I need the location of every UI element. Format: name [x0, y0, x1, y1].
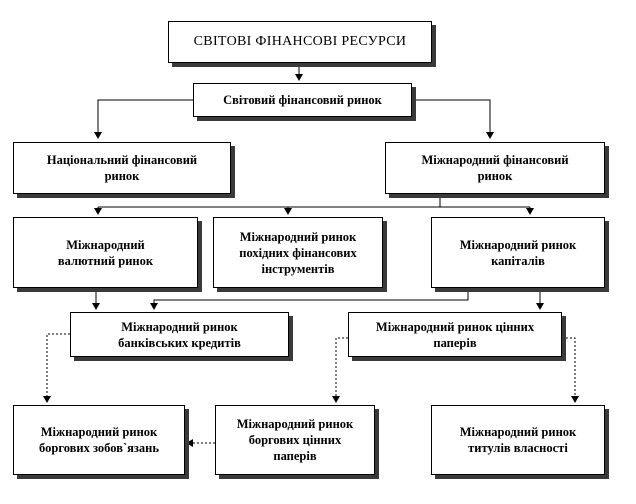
securities-market-label: Міжнародний ринок цінних паперів	[375, 319, 535, 350]
node-debt-obligations-market: Міжнародний ринок боргових зобов`язань	[13, 405, 185, 475]
arrow-world-to-national	[94, 99, 193, 139]
node-international-financial-market: Міжнародний фінансовий ринок	[385, 142, 605, 194]
node-bank-credit-market: Міжнародний ринок банківських кредитів	[70, 312, 289, 357]
arrow-world-to-international	[412, 99, 494, 139]
arrow-capital-to-bank-credits	[150, 288, 469, 310]
bank-credit-market-label: Міжнародний ринок банківських кредитів	[118, 319, 241, 350]
node-derivatives-market: Міжнародний ринок похідних фінансових ін…	[213, 217, 383, 288]
capital-market-label: Міжнародний ринок капіталів	[459, 237, 577, 268]
derivatives-market-label: Міжнародний ринок похідних фінансових ін…	[239, 229, 357, 276]
node-capital-market: Міжнародний ринок капіталів	[431, 217, 605, 288]
world-market-label: Світовий фінансовий ринок	[223, 93, 382, 107]
debt-securities-market-label: Міжнародний ринок боргових цінних папері…	[236, 417, 354, 463]
currency-market-label: Міжнародний валютний ринок	[57, 237, 154, 268]
ownership-titles-market-label: Міжнародний ринок титулів власності	[459, 425, 577, 455]
debt-obligations-market-label: Міжнародний ринок боргових зобов`язань	[39, 425, 159, 455]
arrow-securities-to-ownership-titles	[562, 337, 579, 403]
node-currency-market: Міжнародний валютний ринок	[13, 217, 198, 288]
root-node-world-financial-resources: СВІТОВІ ФІНАНСОВІ РЕСУРСИ	[168, 21, 432, 63]
node-ownership-titles-market: Міжнародний ринок титулів власності	[431, 405, 605, 475]
arrow-bank-credits-to-debt-obligations	[43, 333, 70, 403]
node-securities-market: Міжнародний ринок цінних паперів	[348, 312, 562, 357]
arrow-securities-to-debt-securities	[332, 337, 348, 403]
international-market-label: Міжнародний фінансовий ринок	[421, 153, 569, 183]
root-node-label: СВІТОВІ ФІНАНСОВІ РЕСУРСИ	[193, 34, 407, 49]
national-market-label: Національний фінансовий ринок	[46, 153, 198, 183]
node-debt-securities-market: Міжнародний ринок боргових цінних папері…	[215, 405, 375, 475]
node-national-financial-market: Національний фінансовий ринок	[13, 142, 231, 194]
node-world-financial-market: Світовий фінансовий ринок	[193, 83, 412, 117]
